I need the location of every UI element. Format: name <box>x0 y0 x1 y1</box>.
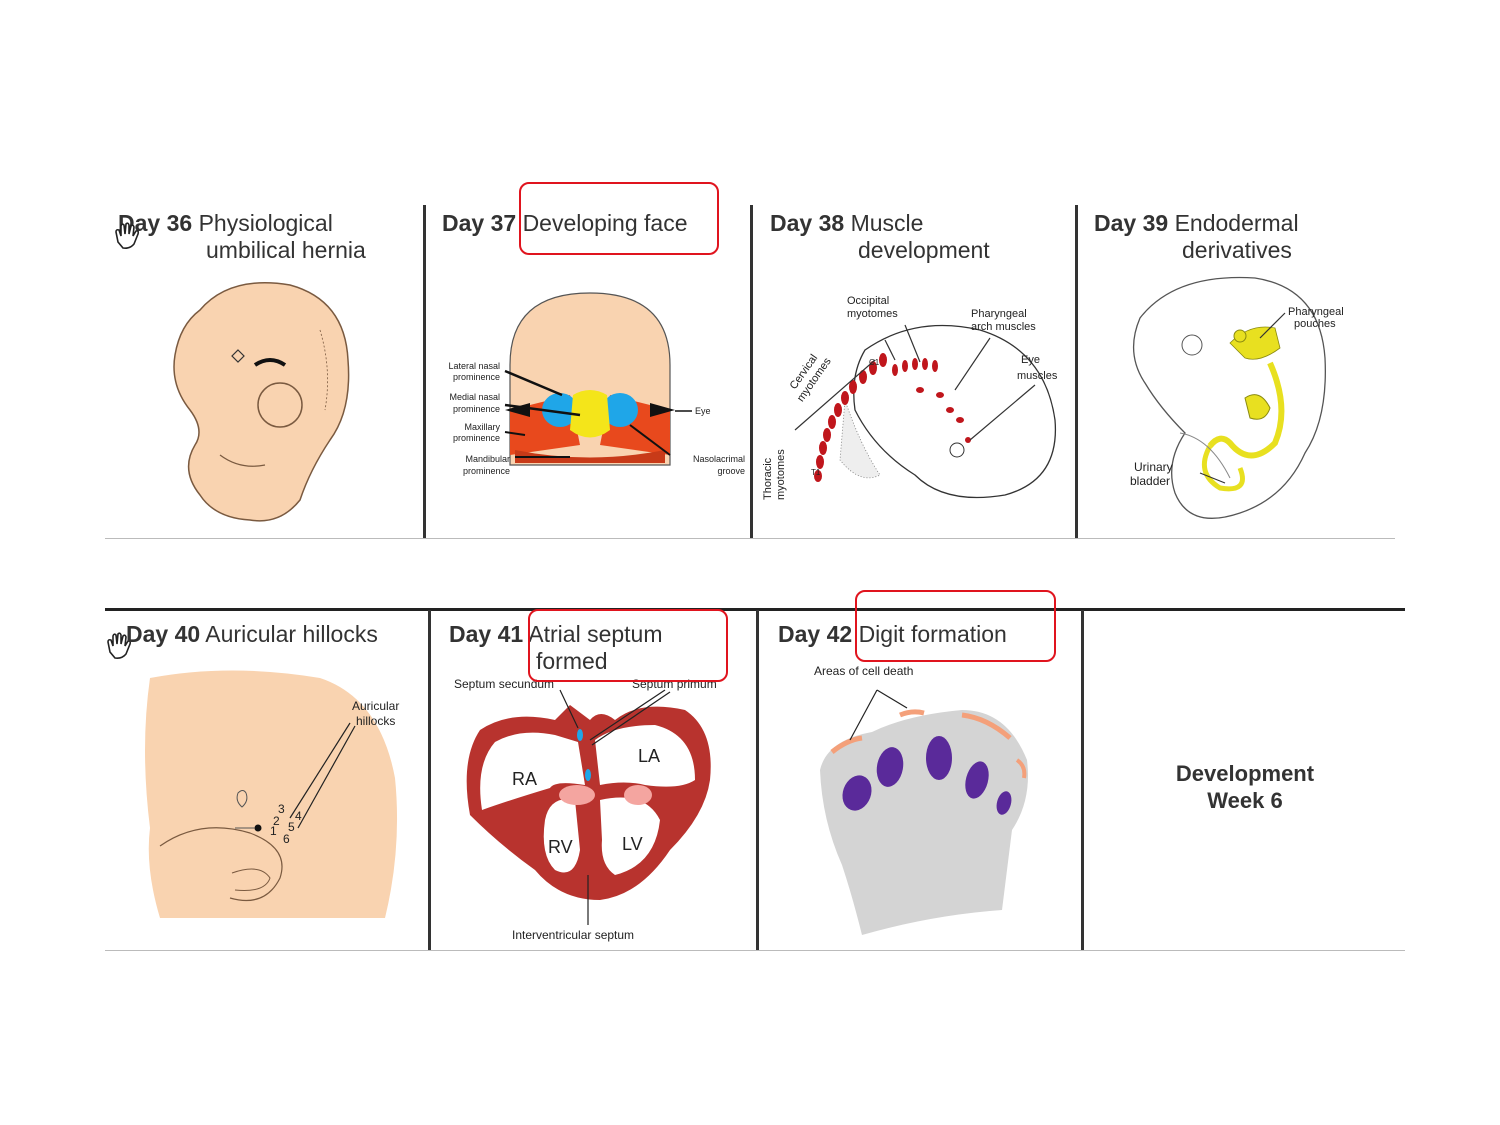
panel-day37-title: Day 37 Developing face <box>442 210 688 237</box>
label-cell-death: Areas of cell death <box>814 664 913 678</box>
title-line-2: derivatives <box>1182 237 1292 263</box>
label-interventricular: Interventricular septum <box>512 928 634 942</box>
muscle-day38-illustration: Occipital myotomes Pharyngeal arch muscl… <box>762 295 1058 500</box>
face-day37-illustration: Lateral nasal prominence Medial nasal pr… <box>448 292 745 476</box>
panel-day42-title: Day 42 Digit formation <box>778 621 1007 648</box>
title-line-1: Physiological <box>198 210 333 236</box>
title-line-2: umbilical hernia <box>206 237 366 263</box>
hand-day42-illustration: Areas of cell death <box>814 664 1028 935</box>
label-ra: RA <box>512 769 537 789</box>
label-thoracic: Thoracic <box>762 457 774 500</box>
label-pharyngeal: Pharyngeal <box>971 308 1027 320</box>
label-la: LA <box>638 746 660 766</box>
auricular-day40-illustration: Auricular hillocks 1 2 3 4 5 6 <box>145 670 399 918</box>
label-hillocks: hillocks <box>356 714 395 728</box>
summary-line-2: Week 6 <box>1207 788 1283 813</box>
row-top-line-bottom <box>105 608 1405 611</box>
label-thoracic-2: myotomes <box>775 449 787 500</box>
panel-day41-title: Day 41 Atrial septum formed <box>449 621 663 675</box>
day-label: Day 42 <box>778 621 853 647</box>
endoderm-day39-illustration: Pharyngeal pouches Urinary bladder <box>1130 276 1344 519</box>
title-line-2: development <box>858 237 990 263</box>
label-auricular: Auricular <box>352 699 399 713</box>
label-hillock-1: 1 <box>270 824 277 838</box>
label-occipital-2: myotomes <box>847 308 898 320</box>
label-eye-muscles-2: muscles <box>1017 370 1058 382</box>
label-lateral-nasal: Lateral nasal <box>448 361 500 371</box>
label-eye-muscles: Eye <box>1021 354 1040 366</box>
label-t1: T1 <box>811 468 821 477</box>
divider-top-1 <box>423 205 426 538</box>
label-eye: Eye <box>695 406 711 416</box>
label-occipital: Occipital <box>847 295 889 307</box>
label-hillock-3: 3 <box>278 802 285 816</box>
summary-text: Development Week 6 <box>1085 760 1405 814</box>
label-nasolacrimal: Nasolacrimal <box>693 454 745 464</box>
label-septum-secundum: Septum secundum <box>454 677 554 691</box>
divider-bottom-3 <box>1081 610 1084 950</box>
label-mandibular-2: prominence <box>463 466 510 476</box>
title-line-1: Developing face <box>522 210 688 236</box>
divider-bottom-1 <box>428 610 431 950</box>
label-medial-nasal-2: prominence <box>453 404 500 414</box>
row-bottom-line-top <box>105 538 1395 539</box>
label-nasolacrimal-2: groove <box>717 466 745 476</box>
panel-day36-title: Day 36 Physiological umbilical hernia <box>118 210 366 264</box>
panel-day38-title: Day 38 Muscle development <box>770 210 990 264</box>
label-urinary: Urinary <box>1134 460 1173 474</box>
title-line-1: Muscle <box>850 210 924 236</box>
row-bottom-line-bottom <box>105 950 1405 951</box>
day-label: Day 40 <box>126 621 201 647</box>
title-line-1: Endodermal <box>1174 210 1299 236</box>
hand-cursor-icon <box>115 222 140 249</box>
label-pharyngeal-pouches: Pharyngeal <box>1288 306 1344 318</box>
title-line-2: formed <box>536 648 608 674</box>
day-label: Day 38 <box>770 210 845 236</box>
label-lateral-nasal-2: prominence <box>453 372 500 382</box>
label-pharyngeal-pouches-2: pouches <box>1294 318 1336 330</box>
divider-top-2 <box>750 205 753 538</box>
embryo-day36-illustration <box>173 282 350 522</box>
highlight-atrial-septum <box>528 609 728 682</box>
title-line-1: Digit formation <box>858 621 1007 647</box>
label-hillock-6: 6 <box>283 832 290 846</box>
day-label: Day 41 <box>449 621 524 647</box>
divider-top-3 <box>1075 205 1078 538</box>
label-pharyngeal-2: arch muscles <box>971 321 1036 333</box>
day-label: Day 39 <box>1094 210 1169 236</box>
label-lv: LV <box>622 834 643 854</box>
label-hillock-2: 2 <box>273 814 280 828</box>
label-maxillary: Maxillary <box>464 422 500 432</box>
label-c1: C1 <box>869 358 880 367</box>
label-hillock-4: 4 <box>295 809 302 823</box>
label-bladder: bladder <box>1130 474 1170 488</box>
title-line-1: Auricular hillocks <box>205 621 378 647</box>
hand-cursor-icon <box>107 632 132 659</box>
divider-bottom-2 <box>756 610 759 950</box>
highlight-developing-face <box>519 182 719 255</box>
panel-day39-title: Day 39 Endodermal derivatives <box>1094 210 1299 264</box>
label-medial-nasal: Medial nasal <box>449 392 500 402</box>
title-line-1: Atrial septum <box>528 621 663 647</box>
highlight-digit-formation <box>855 590 1056 662</box>
label-rv: RV <box>548 837 573 857</box>
label-maxillary-2: prominence <box>453 433 500 443</box>
label-hillock-5: 5 <box>288 820 295 834</box>
day-label: Day 37 <box>442 210 517 236</box>
label-mandibular: Mandibular <box>465 454 510 464</box>
heart-day41-illustration: Septum secundum Septum primum RA LA RV L… <box>454 677 717 942</box>
panel-day40-title: Day 40 Auricular hillocks <box>126 621 378 648</box>
summary-line-1: Development <box>1175 761 1315 786</box>
